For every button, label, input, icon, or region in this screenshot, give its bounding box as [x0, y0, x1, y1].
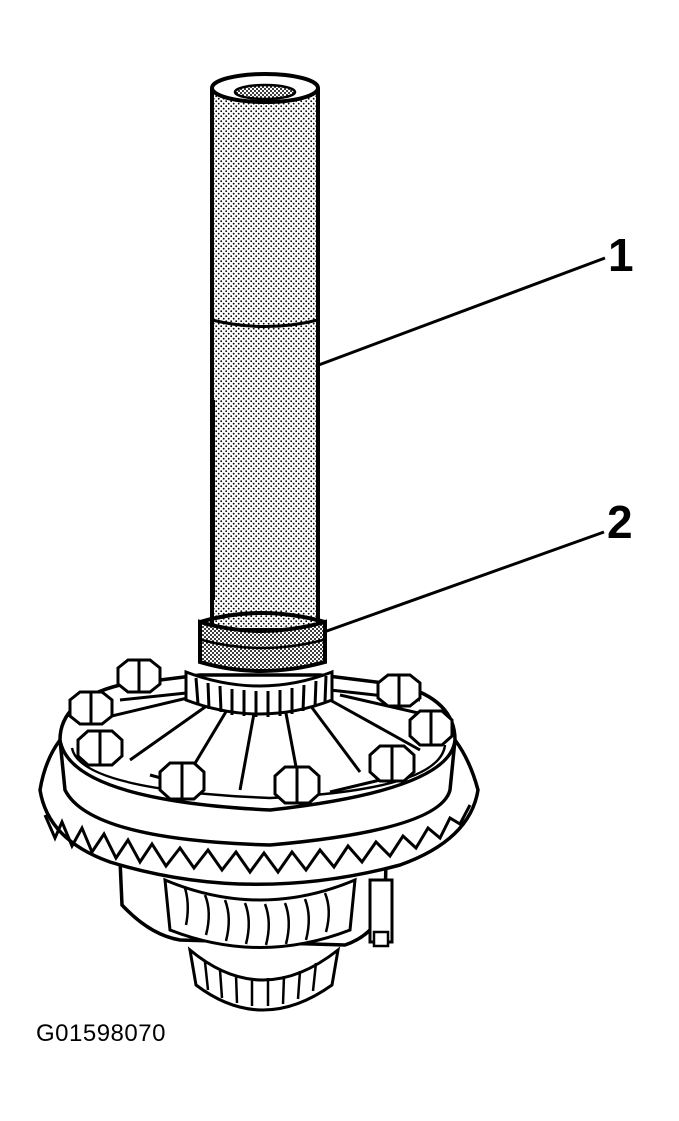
callout-label-1: 1	[608, 229, 634, 281]
installer-tool-shaft	[210, 72, 320, 632]
leader-line-2	[323, 530, 605, 634]
lower-bearing	[187, 946, 341, 1012]
bolt-icon	[368, 744, 416, 783]
bolt-icon	[273, 765, 321, 805]
bolt-icon	[76, 729, 124, 767]
upper-bearing	[184, 669, 334, 717]
figure-code: G01598070	[36, 1020, 166, 1047]
bolt-icon	[68, 690, 114, 726]
bolt-icon	[116, 658, 162, 694]
ring-gear-bolts	[68, 658, 454, 805]
callout-label-2: 2	[607, 496, 633, 548]
bolt-icon	[408, 709, 454, 747]
leader-line-1	[315, 256, 606, 368]
installer-tool-collar	[198, 611, 327, 673]
callout-leader-lines	[315, 256, 606, 634]
bolt-icon	[158, 761, 206, 801]
bolt-icon	[376, 673, 422, 708]
